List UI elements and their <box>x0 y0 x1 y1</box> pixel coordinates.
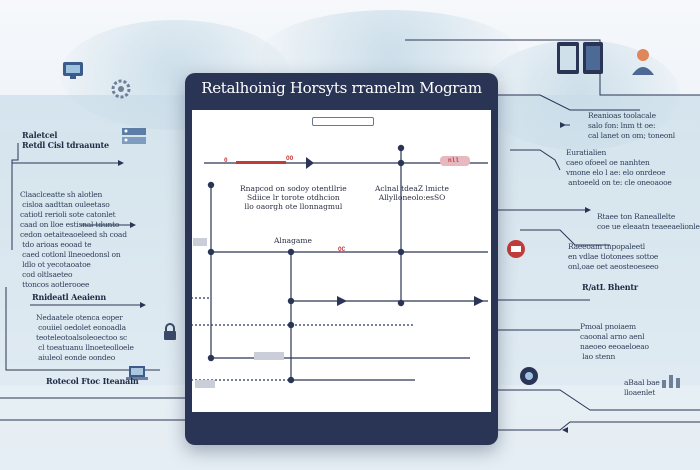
left-label-2: Claaclceatte sh alotlen cisloa aadttan o… <box>20 190 127 289</box>
accent-bar <box>254 352 284 360</box>
node-dot <box>397 248 405 256</box>
tablet-device-icon <box>555 40 607 78</box>
connector-line <box>498 421 700 431</box>
screen-label-1: Aclnal tdeaZ lmicte Allylloneolo:esSO <box>375 184 449 202</box>
node-dot <box>287 297 295 305</box>
node-dot <box>397 159 405 167</box>
server-icon <box>120 125 148 149</box>
arrow-head <box>337 296 347 306</box>
monitor-icon <box>62 60 84 80</box>
accent-bar <box>236 161 286 164</box>
connector-line <box>11 143 19 250</box>
node-dot <box>287 321 295 329</box>
left-label-5: Rotecol Ftoc Iteanaln <box>46 376 139 386</box>
node-dot <box>207 181 215 189</box>
node-dot <box>207 248 215 256</box>
laptop-icon <box>125 363 149 383</box>
arrow-head <box>306 157 314 169</box>
accent-bar <box>193 238 207 246</box>
node-dot <box>287 248 295 256</box>
left-label-3: Rnideatl Aeaienn <box>32 292 106 302</box>
connector-line <box>5 287 160 371</box>
screen-tag: nll <box>448 157 459 164</box>
node-dot <box>287 376 295 384</box>
cart-icon <box>505 238 527 260</box>
screen-label-2: Alnagame <box>274 236 312 245</box>
right-label-2: Rtaee ton Raneallelte coe ue eleaatn tea… <box>597 212 700 231</box>
screen-tag: 0 <box>224 157 228 164</box>
gear-icon <box>110 78 132 100</box>
screen-tag: OC <box>338 246 346 253</box>
left-label-0: Raletcel <box>22 130 58 140</box>
arrow-head <box>560 122 566 128</box>
right-label-5: Pmoal pnoiaem caoonal arno aenl naeoeo e… <box>580 322 649 361</box>
arrow-head <box>130 222 136 228</box>
chart-icon <box>660 370 684 390</box>
arrow-head <box>585 207 591 213</box>
accent-pill <box>440 156 470 166</box>
right-label-4: R/atL Bhentr <box>582 282 638 292</box>
accent-bar <box>195 380 215 388</box>
connector-line <box>498 389 700 411</box>
left-label-1: Retdl Cisl tdraaunte <box>22 140 109 150</box>
lock-icon <box>162 323 178 341</box>
globe-icon <box>518 365 540 387</box>
arrow-head <box>562 427 568 433</box>
node-dot <box>397 144 405 152</box>
right-label-3: Raeeoam tnpopaleetl en vdlae tlotonees s… <box>568 242 659 271</box>
left-label-4: Nedaatele otenca eoper couiiel oedolet e… <box>36 313 134 362</box>
connector-line <box>510 149 561 171</box>
screen-label-0: Rnapcod on sodoy otentllrie Sdiice lr to… <box>240 184 347 211</box>
screen-tab-pill <box>312 117 374 126</box>
diagram-title: Retalhoinig Horsyts rramelm Mogram <box>201 79 482 97</box>
person-icon <box>628 45 658 77</box>
arrow-head <box>118 160 124 166</box>
connector-line <box>520 229 610 246</box>
node-dot <box>207 354 215 362</box>
connector-line <box>498 94 640 111</box>
right-label-6: aBaal bae lloaenlet <box>624 378 660 397</box>
arrow-head <box>140 302 146 308</box>
screen-tag: OO <box>286 155 294 162</box>
node-dot <box>397 299 405 307</box>
right-label-0: Reanioas toolacale salo fon: lnm tt oe: … <box>588 111 676 140</box>
right-label-1: Euratialien caeo ofoeel oe nanhten vmone… <box>566 148 672 187</box>
arrow-head <box>474 296 484 306</box>
